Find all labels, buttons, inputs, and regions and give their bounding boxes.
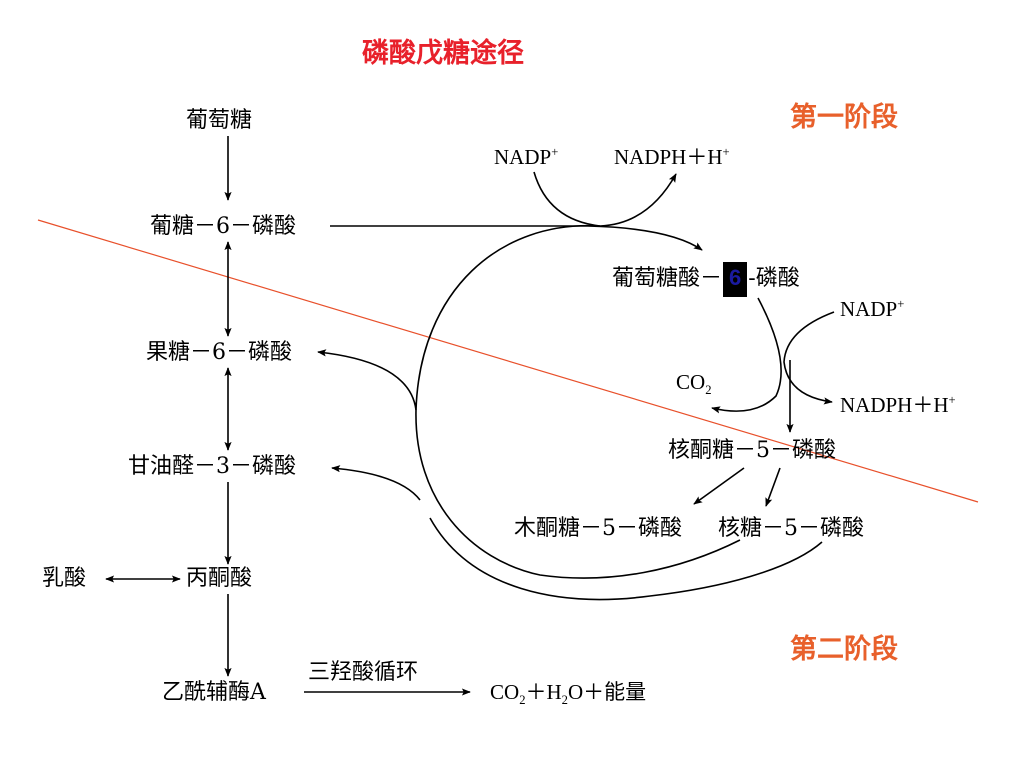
arrow-nadp-nadph-2	[783, 311, 835, 405]
node-ribulose-5-phosphate: 核酮糖－5－磷酸	[668, 438, 836, 463]
cofactor-nadp-1: NADP+	[494, 145, 559, 169]
arrow-nadp-nadph-1	[533, 171, 677, 227]
arrow-return-f6p	[317, 349, 417, 411]
node-gluconate-6-phosphate: 葡萄糖酸－6-磷酸	[612, 262, 800, 297]
stage-two-label: 第二阶段	[790, 634, 898, 665]
node-acetyl-coa: 乙酰辅酶A	[162, 680, 266, 705]
cofactor-nadph-2: NADPH＋H+	[840, 393, 956, 417]
stage-one-label: 第一阶段	[790, 102, 898, 133]
arrow-ru5p-xu5p	[693, 467, 745, 505]
highlighted-carbon-number: 6	[723, 262, 748, 297]
product-co2: CO2	[676, 370, 712, 398]
tca-cycle-label: 三羟酸循环	[308, 660, 419, 685]
pathway-cycle	[415, 224, 741, 579]
node-fructose-6-phosphate: 果糖－6－磷酸	[146, 340, 292, 365]
arrow-gluconate-co2	[711, 297, 782, 414]
pathway-lower-loop	[429, 517, 823, 601]
node-ribose-5-phosphate: 核糖－5－磷酸	[718, 516, 864, 541]
diagram-title: 磷酸戊糖途径	[362, 38, 524, 69]
node-lactate: 乳酸	[42, 566, 87, 591]
tca-products: CO2＋H2O＋能量	[490, 680, 647, 708]
arrow-ru5p-r5p	[765, 467, 781, 507]
arrow-g6p-gluconate	[330, 225, 703, 251]
node-xylulose-5-phosphate: 木酮糖－5－磷酸	[514, 516, 682, 541]
node-pyruvate: 丙酮酸	[186, 566, 253, 591]
arrow-return-g3p	[331, 465, 421, 501]
stage-divider-line	[37, 219, 979, 503]
cofactor-nadph-1: NADPH＋H+	[614, 145, 730, 169]
cofactor-nadp-2: NADP+	[840, 297, 905, 321]
node-glucose: 葡萄糖	[186, 108, 253, 133]
node-glucose-6-phosphate: 葡糖－6－磷酸	[150, 214, 296, 239]
node-glyceraldehyde-3-phosphate: 甘油醛－3－磷酸	[128, 454, 296, 479]
